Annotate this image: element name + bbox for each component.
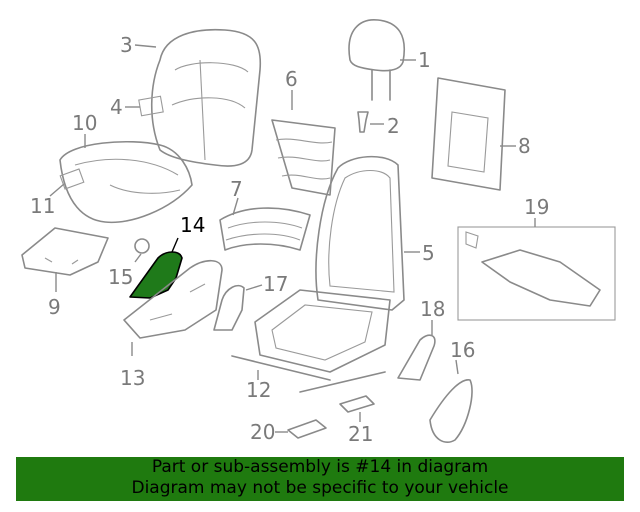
callout-15: 15 xyxy=(108,265,133,289)
part-back-frame: 5 xyxy=(315,155,435,311)
part-guide: 2 xyxy=(357,111,400,138)
banner-line-1: Part or sub-assembly is #14 in diagram xyxy=(151,457,489,477)
info-banner: Part or sub-assembly is #14 in diagram D… xyxy=(16,457,624,501)
part-14-highlighted: 14 xyxy=(129,213,205,299)
part-harness-box: 19 xyxy=(457,195,616,321)
parts-diagram: 1 2 3 4 10 11 9 1 xyxy=(21,19,616,446)
part-small-bracket-21: 21 xyxy=(339,395,375,446)
part-pad: 9 xyxy=(21,227,109,319)
callout-7: 7 xyxy=(230,177,243,201)
part-headrest: 1 xyxy=(348,19,431,101)
callout-4: 4 xyxy=(110,95,123,119)
part-bracket: 17 xyxy=(213,272,288,331)
callout-5: 5 xyxy=(422,241,435,265)
callout-20: 20 xyxy=(250,420,275,444)
callout-3: 3 xyxy=(120,33,133,57)
callout-14: 14 xyxy=(180,213,205,237)
part-spring-mat: 6 xyxy=(271,67,336,196)
callout-17: 17 xyxy=(263,272,288,296)
part-small-bracket-20: 20 xyxy=(250,419,327,444)
callout-2: 2 xyxy=(387,114,400,138)
part-side-cover: 16 xyxy=(429,338,475,444)
part-back-cover: 3 4 xyxy=(110,28,262,167)
part-side-trim: 13 xyxy=(120,259,223,390)
callout-21: 21 xyxy=(348,422,373,446)
callout-18: 18 xyxy=(420,297,445,321)
callout-13: 13 xyxy=(120,366,145,390)
callout-6: 6 xyxy=(285,67,298,91)
callout-8: 8 xyxy=(518,134,531,158)
callout-11: 11 xyxy=(30,194,55,218)
part-cushion-frame: 12 xyxy=(231,289,391,402)
callout-19: 19 xyxy=(524,195,549,219)
banner-line-2: Diagram may not be specific to your vehi… xyxy=(131,478,509,498)
callout-12: 12 xyxy=(246,378,271,402)
callout-10: 10 xyxy=(72,111,97,135)
callout-9: 9 xyxy=(48,295,61,319)
part-clip: 15 xyxy=(108,238,150,289)
part-cushion-spring: 7 xyxy=(219,177,311,251)
part-back-board: 8 xyxy=(431,77,531,191)
callout-16: 16 xyxy=(450,338,475,362)
callout-1: 1 xyxy=(418,48,431,72)
part-lever: 18 xyxy=(397,297,445,381)
part-cushion-cover: 10 11 xyxy=(30,111,193,224)
